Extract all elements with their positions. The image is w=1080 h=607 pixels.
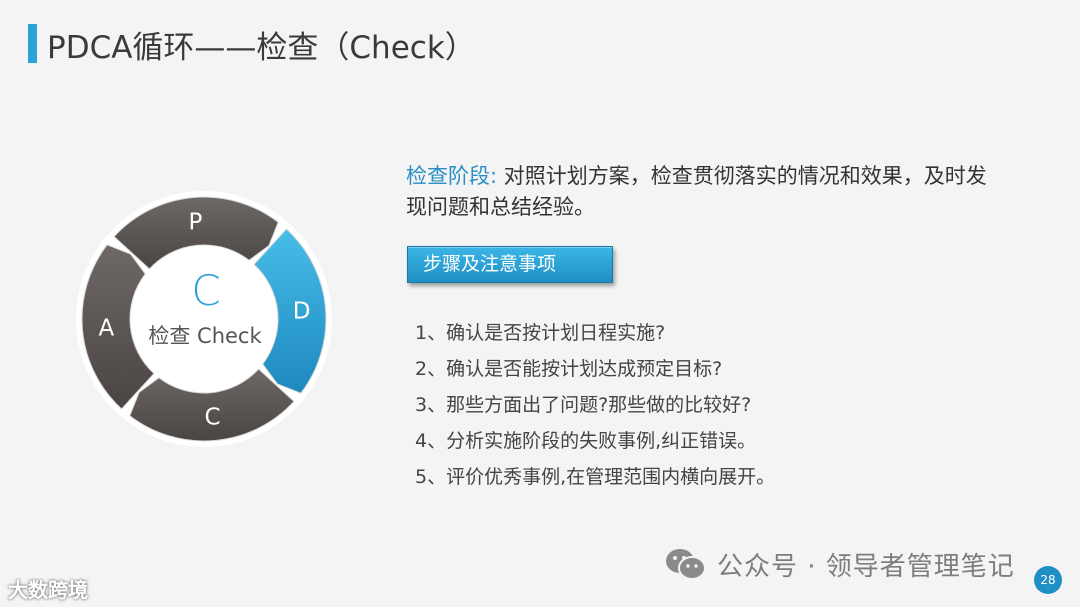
list-item: 2、确认是否能按计划达成预定目标? xyxy=(415,358,723,380)
steps-button[interactable]: 步骤及注意事项 xyxy=(407,246,613,283)
cycle-label-c: C xyxy=(205,405,221,431)
center-label: 检查 Check xyxy=(148,324,262,348)
cycle-label-a: A xyxy=(99,316,115,342)
list-item: 3、那些方面出了问题?那些做的比较好? xyxy=(415,394,752,416)
brand-watermark: 大数跨境 xyxy=(8,578,88,602)
cycle-label-p: P xyxy=(189,209,203,235)
list-item: 1、确认是否按计划日程实施? xyxy=(415,322,666,344)
cycle-label-d: D xyxy=(293,298,311,324)
cycle-segment-d xyxy=(253,228,327,394)
stage-highlight: 检查阶段: xyxy=(406,164,498,188)
cycle-segment-c xyxy=(129,368,295,442)
page-title: PDCA循环——检查（Check） xyxy=(47,30,476,66)
page-number: 28 xyxy=(1034,566,1062,594)
steps-list: 1、确认是否按计划日程实施? 2、确认是否能按计划达成预定目标? 3、那些方面出… xyxy=(415,318,775,498)
stage-text: 对照计划方案，检查贯彻落实的情况和效果，及时发现问题和总结经验。 xyxy=(406,164,987,219)
center-letter: C xyxy=(191,266,220,315)
wechat-account-text: 公众号 · 领导者管理笔记 xyxy=(717,552,1015,582)
cycle-segment-a xyxy=(81,244,155,410)
list-item: 5、评价优秀事例,在管理范围内横向展开。 xyxy=(415,466,776,488)
pdca-cycle-diagram: P D C A C 检查 Check xyxy=(76,191,332,447)
wechat-icon xyxy=(666,549,706,580)
list-item: 4、分析实施阶段的失败事例,纠正错误。 xyxy=(415,430,757,452)
cycle-segment-p xyxy=(113,196,279,270)
stage-description: 检查阶段: 对照计划方案，检查贯彻落实的情况和效果，及时发现问题和总结经验。 xyxy=(406,161,1006,223)
title-accent-bar xyxy=(28,24,37,63)
